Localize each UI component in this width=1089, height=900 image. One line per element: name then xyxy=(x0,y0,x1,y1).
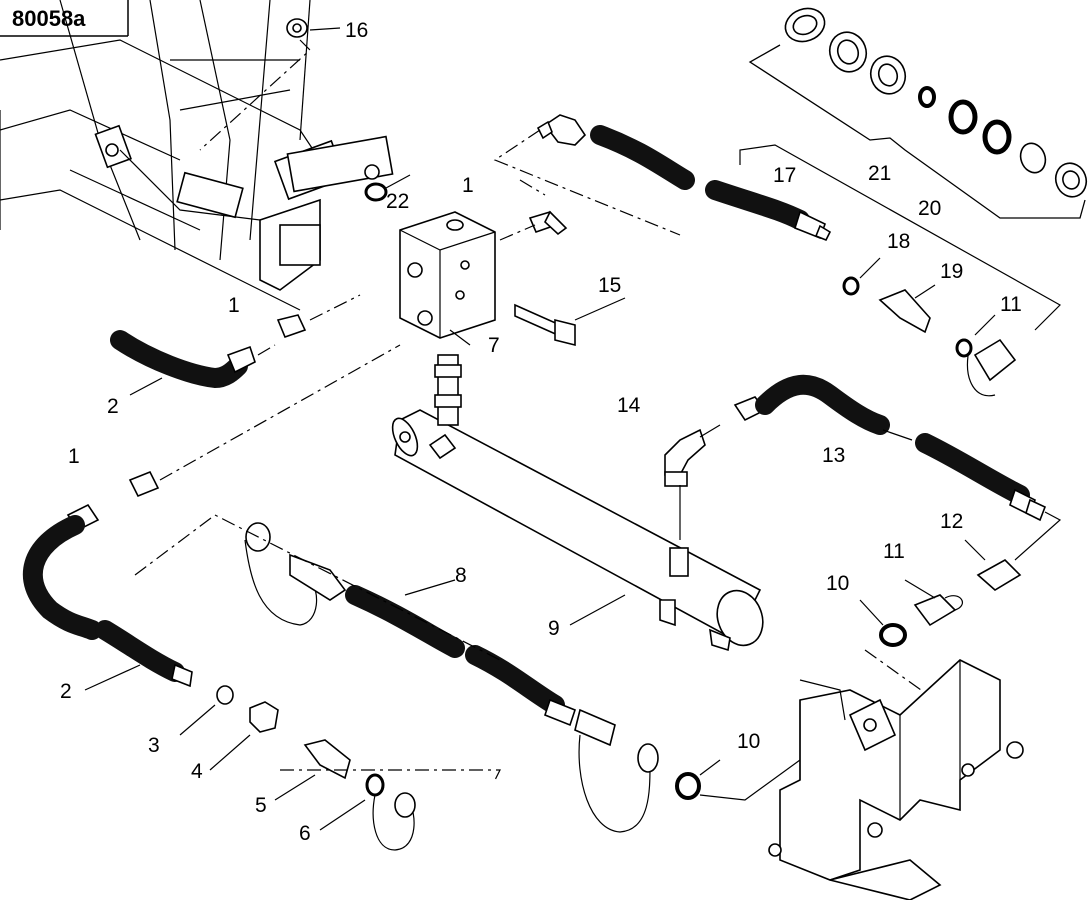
callout-7: 7 xyxy=(488,334,500,357)
callout-15: 15 xyxy=(598,274,621,297)
callout-20: 20 xyxy=(918,197,941,220)
callout-5: 5 xyxy=(255,794,267,817)
callout-12: 12 xyxy=(940,510,963,533)
callout-6: 6 xyxy=(299,822,311,845)
callout-4: 4 xyxy=(191,760,203,783)
hitch-bracket-drawing xyxy=(768,659,1024,900)
reference-id: 80058a xyxy=(12,6,86,31)
callout-19: 19 xyxy=(940,260,963,283)
bolt-15 xyxy=(514,297,626,347)
coupling-parts-upper-right xyxy=(842,257,1017,397)
coupler-seal-kit xyxy=(748,7,1088,219)
valve-block-7 xyxy=(399,211,496,346)
callout-22: 22 xyxy=(386,190,409,213)
hydraulic-hose-2-upper xyxy=(110,294,361,396)
callout-11-upper: 11 xyxy=(1000,293,1022,316)
callout-14: 14 xyxy=(617,394,641,417)
callout-9: 9 xyxy=(548,617,560,640)
washer-22 xyxy=(364,174,411,202)
reference-id-box: 80058a xyxy=(0,0,129,37)
callout-3: 3 xyxy=(148,734,160,757)
callout-1-left: 1 xyxy=(228,294,240,317)
tractor-frame-drawing xyxy=(0,0,394,311)
hydraulic-hose-17 xyxy=(493,114,1061,331)
callout-21: 21 xyxy=(868,162,891,185)
callout-17: 17 xyxy=(773,164,796,187)
hydraulic-cylinder-9 xyxy=(391,354,764,652)
fitting-1-upper xyxy=(499,179,568,241)
coupling-parts-lower-left xyxy=(179,685,501,851)
coupling-parts-right xyxy=(675,539,1022,801)
nut-16 xyxy=(199,18,341,151)
callout-1-lower: 1 xyxy=(68,445,80,468)
callout-2-lower: 2 xyxy=(60,680,72,703)
hydraulic-hose-2-lower xyxy=(22,344,401,691)
callout-1-upper: 1 xyxy=(462,174,474,197)
elbow-fitting-14 xyxy=(664,424,721,540)
callout-2-upper: 2 xyxy=(107,395,119,418)
callout-13: 13 xyxy=(822,444,845,467)
hydraulic-hose-13 xyxy=(733,374,1062,561)
callout-8: 8 xyxy=(455,564,467,587)
callout-11-lower: 11 xyxy=(883,540,905,563)
callout-labels: 16 1 22 1 2 7 15 17 21 20 18 19 11 14 13… xyxy=(60,19,1022,845)
callout-10-right: 10 xyxy=(826,572,849,595)
hydraulic-hose-8 xyxy=(134,514,659,833)
callout-16: 16 xyxy=(345,19,368,42)
callout-10-bottom: 10 xyxy=(737,730,760,753)
callout-18: 18 xyxy=(887,230,910,253)
